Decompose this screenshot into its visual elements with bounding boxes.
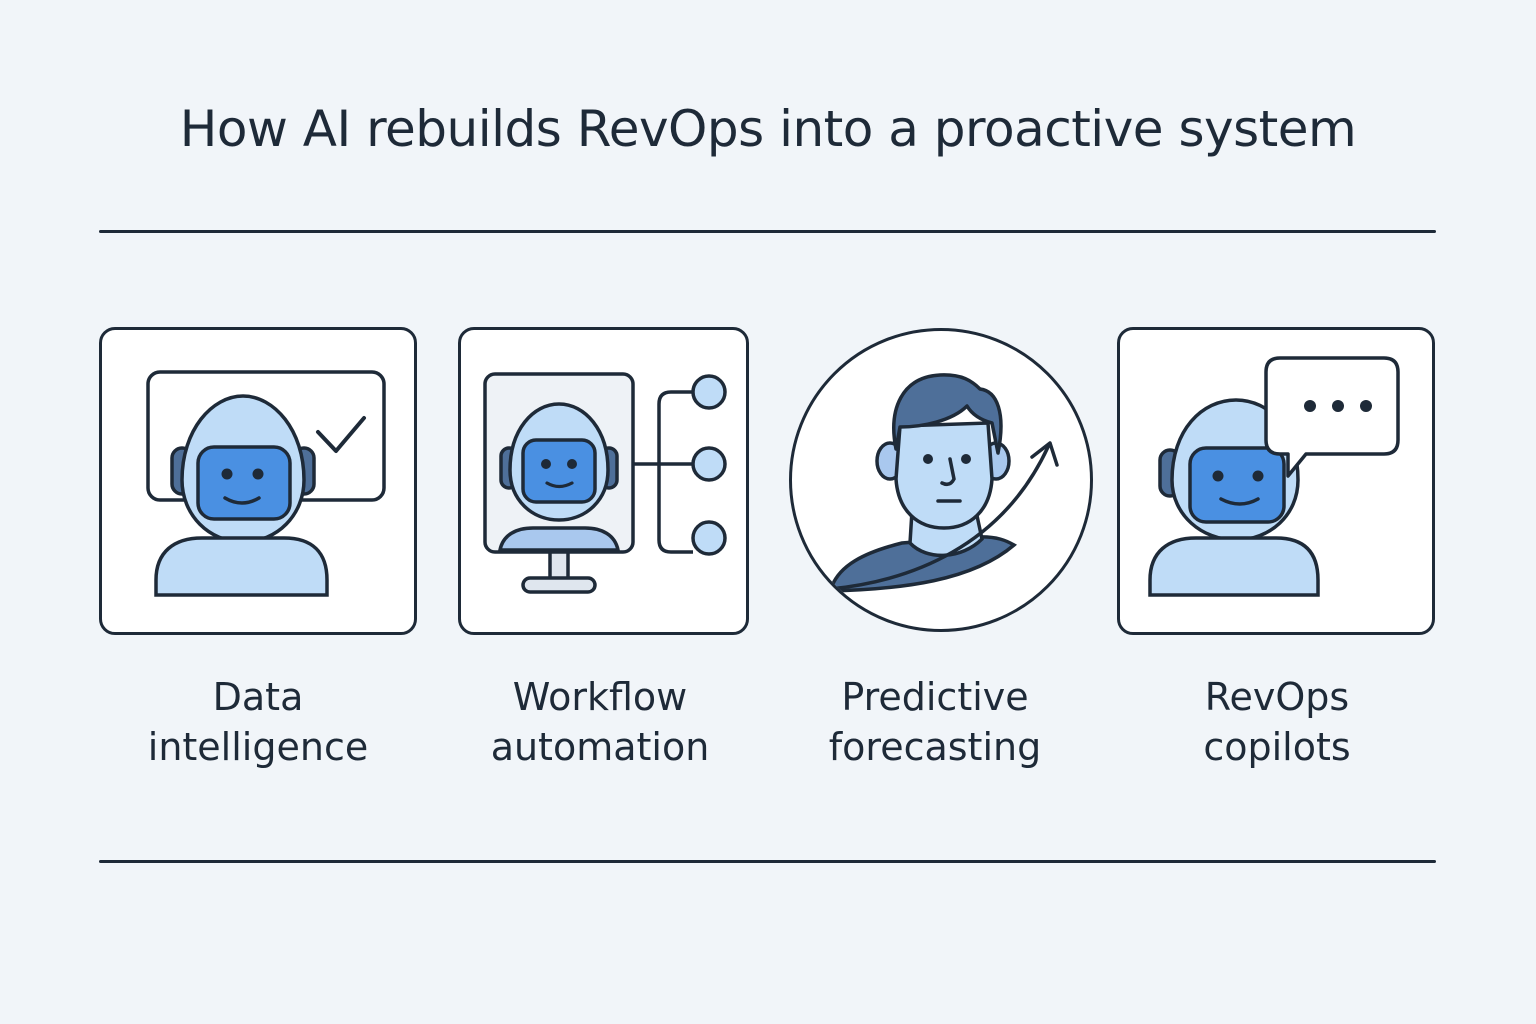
label-line: Predictive: [841, 675, 1029, 719]
card-data-intelligence: [99, 327, 417, 635]
chat-bubble-icon: [1264, 356, 1400, 478]
label-predictive-forecasting: Predictive forecasting: [775, 672, 1095, 772]
label-line: forecasting: [828, 725, 1042, 769]
person-with-growth-arrow-icon: [828, 373, 1059, 593]
label-data-intelligence: Data intelligence: [99, 672, 417, 772]
page-title: How AI rebuilds RevOps into a proactive …: [179, 100, 1357, 158]
label-workflow-automation: Workflow automation: [440, 672, 760, 772]
robot-with-checkmark-icon: [146, 370, 386, 597]
top-divider: [99, 230, 1436, 233]
label-line: Workflow: [512, 675, 688, 719]
card-predictive-forecasting: [789, 328, 1093, 632]
label-line: RevOps: [1204, 675, 1350, 719]
label-line: Data: [212, 675, 304, 719]
card-workflow-automation: [458, 327, 749, 635]
bottom-divider: [99, 860, 1436, 863]
label-line: intelligence: [147, 725, 369, 769]
robot-with-chat-bubble-icon: [1148, 356, 1400, 597]
robot-monitor-workflow-icon: [483, 372, 727, 594]
checkmark-icon: [316, 416, 366, 453]
label-line: automation: [490, 725, 710, 769]
label-line: copilots: [1203, 725, 1351, 769]
growth-arrow-icon: [828, 445, 1050, 591]
card-revops-copilots: [1117, 327, 1435, 635]
label-revops-copilots: RevOps copilots: [1117, 672, 1437, 772]
node-circle: [691, 446, 727, 482]
node-circle: [691, 520, 727, 556]
node-circle: [691, 374, 727, 410]
